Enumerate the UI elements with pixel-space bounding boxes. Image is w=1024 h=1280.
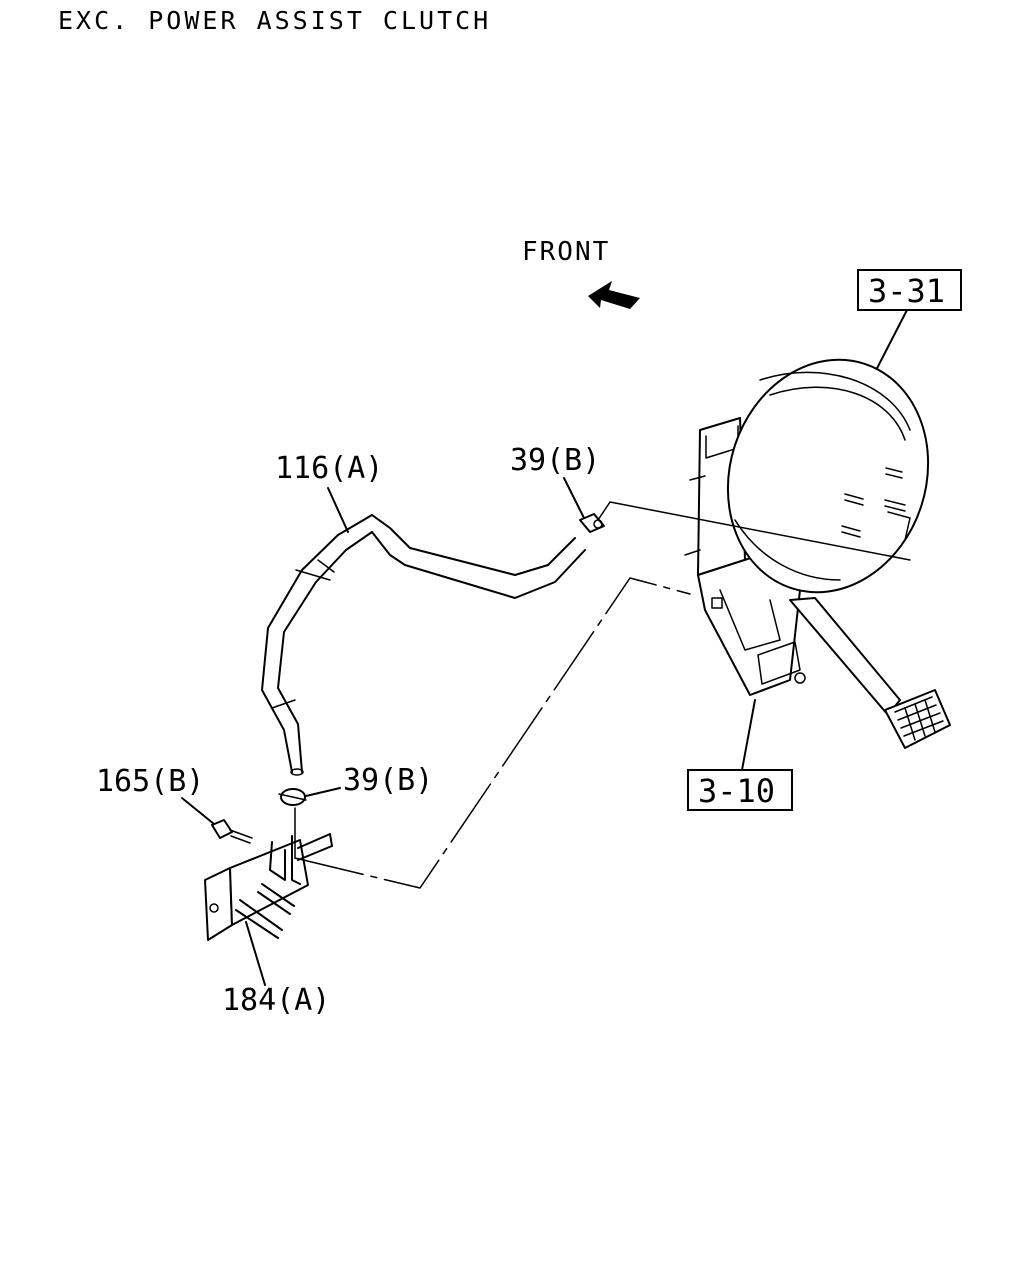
reference-label: 3-31: [868, 272, 945, 310]
phantom-line: [294, 577, 691, 889]
callout-116a[interactable]: 116(A): [275, 451, 383, 486]
leader-line: [181, 797, 215, 825]
phantom-line: [597, 501, 911, 561]
brake-pedal: [789, 597, 951, 749]
hose-116a: [261, 514, 586, 776]
reference-box-3-10[interactable]: 3-10: [687, 769, 793, 811]
pipe-bracket-184a: [204, 833, 333, 941]
front-label: FRONT: [522, 237, 610, 267]
clip-39b-upper: [579, 513, 605, 533]
stud-bolts: [841, 467, 911, 541]
leader-line: [245, 921, 266, 986]
leader-line: [871, 309, 908, 379]
arrow-icon: [588, 281, 640, 309]
reference-box-3-31[interactable]: 3-31: [857, 269, 962, 311]
leader-line: [741, 699, 756, 771]
reference-label: 3-10: [698, 772, 775, 810]
leader-line: [563, 477, 585, 519]
leader-line: [327, 487, 349, 533]
callout-165b[interactable]: 165(B): [96, 764, 204, 799]
diagram-title: EXC. POWER ASSIST CLUTCH: [58, 6, 491, 35]
callout-184a[interactable]: 184(A): [222, 983, 330, 1018]
leader-line: [305, 787, 341, 797]
bolt-165b: [211, 819, 253, 844]
clip-39b-lower: [278, 788, 307, 806]
callout-39b-upper[interactable]: 39(B): [510, 443, 600, 478]
callout-39b-lower[interactable]: 39(B): [343, 763, 433, 798]
